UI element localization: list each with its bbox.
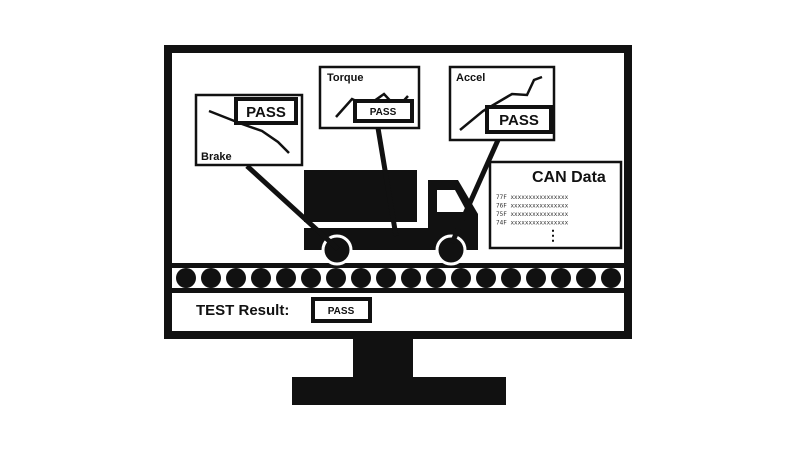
can-data-more: ⋮ — [546, 227, 560, 243]
can-data-row: 74F xxxxxxxxxxxxxxxx — [496, 220, 569, 227]
conveyor-roller — [176, 268, 196, 288]
conveyor-roller — [326, 268, 346, 288]
brake-label: Brake — [201, 151, 232, 163]
conveyor-roller — [576, 268, 596, 288]
torque-label: Torque — [327, 72, 363, 84]
conveyor-roller — [201, 268, 221, 288]
conveyor-roller — [351, 268, 371, 288]
torque-status: PASS — [370, 107, 397, 118]
conveyor-roller-icon — [176, 268, 621, 288]
conveyor-roller — [526, 268, 546, 288]
test-result-label: TEST Result: — [196, 302, 289, 319]
can-data-panel: CAN Data 77F xxxxxxxxxxxxxxxx 76F xxxxxxx… — [488, 160, 623, 250]
conveyor-roller — [426, 268, 446, 288]
conveyor-roller — [401, 268, 421, 288]
brake-status: PASS — [246, 104, 286, 121]
can-data-row: 75F xxxxxxxxxxxxxxxx — [496, 211, 569, 218]
conveyor-roller — [476, 268, 496, 288]
conveyor-roller — [276, 268, 296, 288]
brake-panel: PASS Brake — [194, 93, 304, 167]
accel-panel: Accel PASS — [448, 65, 556, 142]
conveyor-roller — [451, 268, 471, 288]
test-result: TEST Result: PASS — [196, 297, 372, 323]
conveyor-roller — [301, 268, 321, 288]
torque-panel: Torque PASS — [318, 65, 421, 130]
conveyor-belt — [172, 263, 624, 293]
connector-lines — [245, 127, 501, 251]
accel-label: Accel — [456, 72, 485, 84]
test-result-value: PASS — [328, 306, 355, 317]
conveyor-roller — [601, 268, 621, 288]
can-data-row: 77F xxxxxxxxxxxxxxxx — [496, 194, 569, 201]
can-data-row: 76F xxxxxxxxxxxxxxxx — [496, 203, 569, 210]
conveyor-roller — [501, 268, 521, 288]
conveyor-roller — [551, 268, 571, 288]
conveyor-roller — [251, 268, 271, 288]
conveyor-roller — [226, 268, 246, 288]
can-data-title: CAN Data — [532, 169, 606, 186]
conveyor-roller — [376, 268, 396, 288]
accel-status: PASS — [499, 112, 539, 129]
can-data-rows: 77F xxxxxxxxxxxxxxxx 76F xxxxxxxxxxxxxxxx… — [496, 194, 569, 227]
